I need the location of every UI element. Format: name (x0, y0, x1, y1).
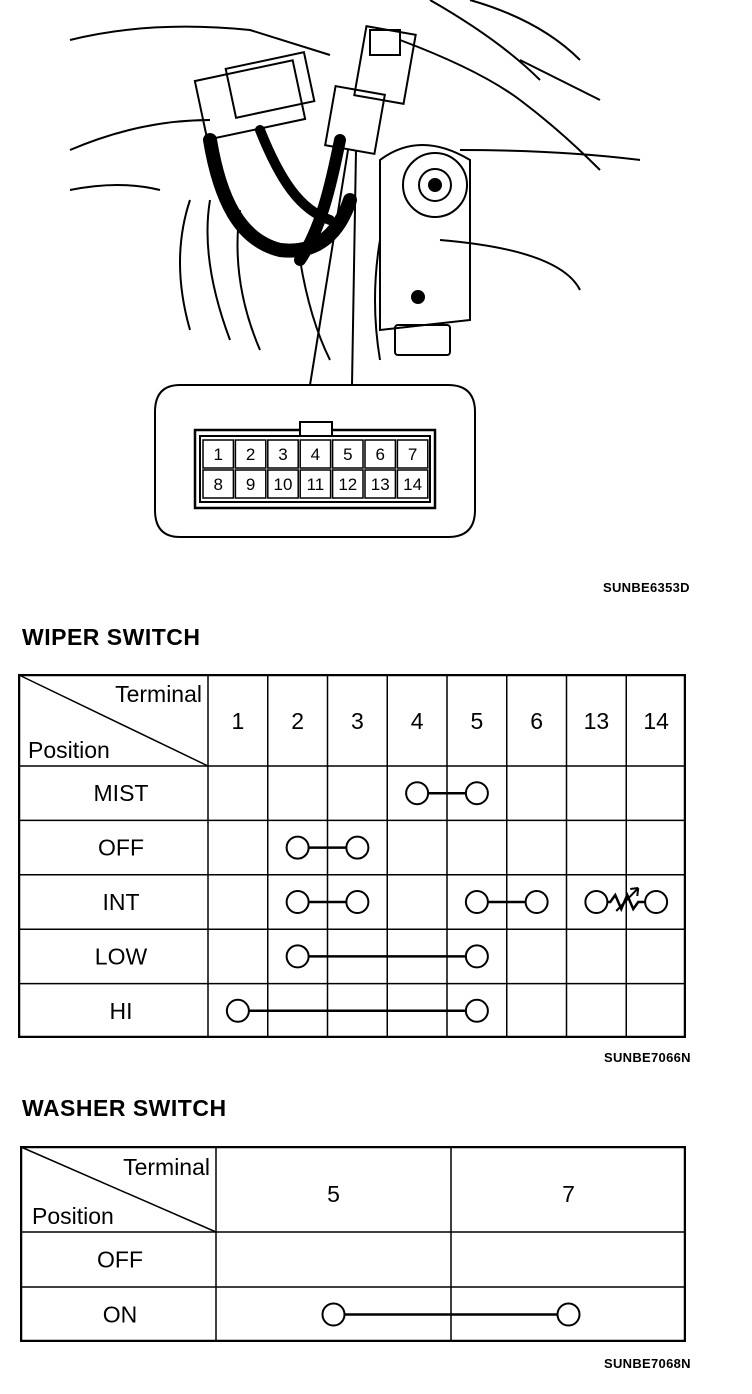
connector-pin-cell (299, 469, 332, 499)
connector-pin-label: 4 (311, 445, 320, 464)
wiper-terminal-circle (464, 944, 489, 969)
connector-pin-cell (202, 439, 235, 469)
washer-terminal-label: 5 (327, 1181, 340, 1207)
wiper-terminal-circle (405, 781, 430, 806)
wiper-terminal-circle (345, 890, 370, 914)
connector-pin-cell (202, 469, 235, 499)
wiper-header-terminal: Terminal (115, 681, 202, 707)
connector-pin-label: 14 (403, 475, 422, 494)
connector-pin-label: 10 (274, 475, 293, 494)
connector-pin-label: 11 (307, 475, 325, 494)
wiper-header-position: Position (28, 737, 110, 763)
wiper-position-label: LOW (95, 943, 148, 969)
wiper-border (18, 674, 686, 1038)
washer-switch-title: WASHER SWITCH (22, 1095, 227, 1121)
connector-pin-cell (234, 469, 267, 499)
wiper-terminal-label: 2 (291, 708, 304, 734)
connector-pin-label: 1 (213, 445, 222, 464)
connector-pin-cell (331, 439, 364, 469)
connector-pin-label: 8 (213, 475, 222, 494)
connector-pin-cell (396, 469, 429, 499)
washer-terminal-circle (321, 1302, 346, 1327)
wiper-resistor-arrow (615, 887, 640, 912)
wiper-terminal-circle (524, 890, 549, 914)
wiper-terminal-label: 13 (584, 708, 610, 734)
wiper-terminal-circle (464, 998, 489, 1023)
wiper-position-label: OFF (98, 835, 144, 861)
connector-pin-label: 13 (371, 475, 390, 494)
connector-pin-cell (396, 439, 429, 469)
connector-pin-label: 6 (375, 445, 384, 464)
wiper-terminal-circle (464, 890, 489, 914)
wiper-terminal-circle (285, 890, 310, 914)
wiper-terminal-label: 5 (470, 708, 483, 734)
connector-pin-cell (331, 469, 364, 499)
connector-pin-label: 9 (246, 475, 255, 494)
wiper-terminal-circle (464, 781, 489, 806)
connector-pin-cell (364, 439, 397, 469)
washer-header-position: Position (32, 1203, 114, 1229)
wiper-terminal-circle (644, 890, 669, 914)
wiper-terminal-circle (285, 944, 310, 969)
connector-figure-code: SUNBE6353D (603, 580, 690, 595)
connector-pin-label: 3 (278, 445, 287, 464)
wiper-terminal-circle (345, 835, 370, 860)
wiper-terminal-circle (285, 835, 310, 860)
wiper-figure-code: SUNBE7066N (604, 1050, 691, 1065)
wiper-position-label: INT (102, 889, 139, 915)
connector-pin-cell (299, 439, 332, 469)
connector-pin-label: 12 (338, 475, 357, 494)
wiper-position-label: HI (110, 998, 133, 1024)
wiper-terminal-circle (584, 890, 609, 914)
washer-border (20, 1146, 686, 1342)
washer-terminal-circle (556, 1302, 581, 1327)
connector-pin-cell (267, 469, 299, 499)
connector-pin-cell (267, 439, 299, 469)
washer-terminal-label: 7 (562, 1181, 575, 1207)
connector-pin-label: 2 (246, 445, 255, 464)
wiper-switch-title: WIPER SWITCH (22, 624, 201, 650)
connector-pin-label: 7 (408, 445, 417, 464)
wiper-terminal-label: 14 (643, 708, 669, 734)
wiper-terminal-label: 4 (411, 708, 424, 734)
washer-position-label: ON (103, 1302, 138, 1328)
washer-figure-code: SUNBE7068N (604, 1356, 691, 1371)
washer-position-label: OFF (97, 1247, 143, 1273)
wiper-terminal-label: 1 (231, 708, 244, 734)
washer-header-diagonal (20, 1146, 217, 1233)
wiper-position-label: MIST (94, 780, 149, 806)
wiper-terminal-label: 6 (530, 708, 543, 734)
washer-header-terminal: Terminal (123, 1154, 210, 1180)
connector-pin-cell (234, 439, 267, 469)
wiper-header-diagonal (18, 674, 209, 767)
connector-pin-label: 5 (343, 445, 352, 464)
wiper-terminal-label: 3 (351, 708, 364, 734)
connector-pin-cell (364, 469, 397, 499)
wiper-terminal-circle (225, 998, 250, 1023)
